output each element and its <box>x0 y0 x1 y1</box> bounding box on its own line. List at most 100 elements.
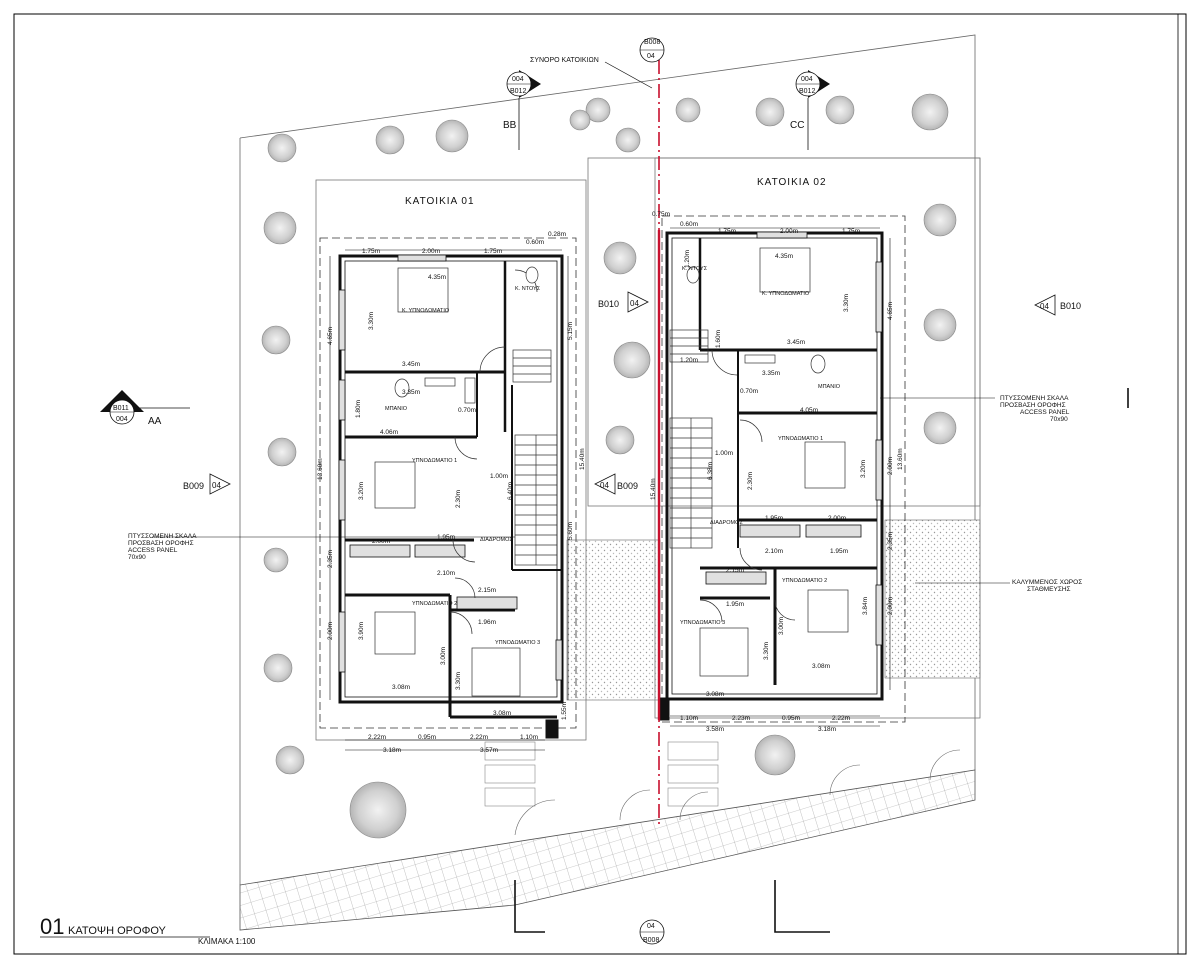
marker-top-num: 04 <box>647 53 655 60</box>
parking-note: ΚΑΛΥΜΜΕΝΟΣ ΧΩΡΟΣ ΣΤΑΘΜΕΥΣΗΣ <box>1012 579 1082 593</box>
landscape-trees <box>261 93 957 839</box>
dim-ri-8: 2.15m <box>726 567 744 574</box>
dimensions-house-02: 0.75m 0.60m 1.75m 2.00m 1.75m 1.10m 2.23… <box>650 211 904 733</box>
beds-house-02 <box>686 247 849 677</box>
dim-lb-3: 1.10m <box>520 734 538 741</box>
marker-aa-top: B011 <box>113 405 129 412</box>
dimension-lines <box>329 227 891 751</box>
door-swings-house-02 <box>699 349 796 623</box>
dim-rs-1: 13.60m <box>897 448 904 470</box>
dim-li-17: 3.30m <box>455 672 462 690</box>
stair-note-right-l2: ΠΡΟΣΒΑΣΗ ΟΡΟΦΗΣ <box>1000 402 1066 409</box>
section-cut-lines <box>138 98 1129 933</box>
dim-lb-5: 3.57m <box>480 747 498 754</box>
dim-ri-18: 0.70m <box>740 388 758 395</box>
house-01-label: ΚΑΤΟΙΚΙΑ 01 <box>405 196 475 207</box>
room-right-bed1: ΥΠΝΟΔΩΜΑΤΙΟ 1 <box>778 436 823 442</box>
dim-li-15: 3.90m <box>358 622 365 640</box>
marker-bb-bottom: B012 <box>510 88 526 95</box>
dim-ri-0: 4.35m <box>775 253 793 260</box>
dim-ri-12: 1.00m <box>715 450 733 457</box>
marker-cc-top: 004 <box>801 76 813 83</box>
dim-lb-2: 2.22m <box>470 734 488 741</box>
dim-lss-3: 5.60m <box>567 522 574 540</box>
dim-rb-5: 3.18m <box>818 726 836 733</box>
stair-house-02 <box>669 329 713 549</box>
room-right-bed2: ΥΠΝΟΔΩΜΑΤΙΟ 2 <box>782 578 827 584</box>
room-left-bed3: ΥΠΝΟΔΩΜΑΤΙΟ 3 <box>495 640 540 646</box>
dim-li-7: 2.15m <box>478 587 496 594</box>
dim-ri-17: 3.30m <box>763 642 770 660</box>
dim-lt-0: 1.75m <box>362 248 380 255</box>
dim-ri-2: 3.35m <box>762 370 780 377</box>
b009-mid-num: 04 <box>600 481 609 490</box>
section-marker-cc: 004 B012 CC <box>790 70 830 131</box>
marker-top-sheet: B008 <box>644 39 660 46</box>
marker-bottom-num: 04 <box>647 923 655 930</box>
dim-ri-3: 4.05m <box>800 407 818 414</box>
room-left-bed1: ΥΠΝΟΔΩΜΑΤΙΟ 1 <box>412 458 457 464</box>
stair-note-right-l1: ΠΤΥΣΣΟΜΕΝΗ ΣΚΑΛΑ <box>1000 395 1069 402</box>
room-left-bath: ΜΠΑΝΙΟ <box>385 406 408 412</box>
dim-lb-1: 0.95m <box>418 734 436 741</box>
house-02-label: ΚΑΤΟΙΚΙΑ 02 <box>757 177 827 188</box>
room-left-wc: Κ. ΝΤΟΥΣ <box>515 286 541 292</box>
sheet-border <box>13 13 1187 955</box>
dim-ri-11: 3.08m <box>706 691 724 698</box>
dim-li-2: 3.35m <box>402 389 420 396</box>
dim-ls-2: 2.35m <box>327 550 334 568</box>
dim-li-0: 4.35m <box>428 274 446 281</box>
dim-li-9: 3.08m <box>392 684 410 691</box>
dim-ri-4: 1.95m <box>765 515 783 522</box>
room-left-master: Κ. ΥΠΝΟΔΩΜΑΤΙΟ <box>402 308 450 314</box>
b009-left-sheet: B009 <box>183 481 204 491</box>
dim-rs-0: 4.65m <box>887 302 894 320</box>
stair-note-left-l1: ΠΤΥΣΣΟΜΕΝΗ ΣΚΑΛΑ <box>128 533 197 540</box>
dim-ri-7: 1.95m <box>830 548 848 555</box>
dim-li-14: 3.20m <box>358 482 365 500</box>
b010-left-sheet: B010 <box>598 299 619 309</box>
dim-li-4: 1.95m <box>437 534 455 541</box>
dim-lt-1: 2.00m <box>422 248 440 255</box>
marker-cc-bottom: B012 <box>799 88 815 95</box>
dim-rs-4: 2.00m <box>887 597 894 615</box>
room-right-wc: Κ. ΝΤΟΥΣ <box>682 266 708 272</box>
dim-li-1: 3.45m <box>402 361 420 368</box>
dimensions-house-01: 1.75m 2.00m 1.75m 0.60m 0.28m 2.22m 0.95… <box>317 231 586 754</box>
dim-ri-22: 3.84m <box>862 597 869 615</box>
b010-right-num: 04 <box>1040 302 1049 311</box>
dim-ri-6: 2.10m <box>765 548 783 555</box>
section-marker-bottom: 04 B008 <box>639 919 665 945</box>
marker-bb-top: 004 <box>512 76 524 83</box>
dim-ri-20: 1.20m <box>680 357 698 364</box>
section-marker-top: B008 04 <box>639 37 665 63</box>
section-marker-bb: 004 B012 BB <box>503 70 541 131</box>
dim-lb-0: 2.22m <box>368 734 386 741</box>
dim-rt-3: 2.00m <box>780 228 798 235</box>
dim-li-18: 0.70m <box>458 407 476 414</box>
elevation-marker-b010-right: 04 B010 <box>1034 294 1081 316</box>
dim-rs-2: 2.00m <box>887 457 894 475</box>
dim-lb-4: 3.18m <box>383 747 401 754</box>
room-right-corridor: ΔΙΑΔΡΟΜΟΣ <box>710 520 743 526</box>
b009-mid-sheet: B009 <box>617 481 638 491</box>
dim-ri-1: 3.45m <box>787 339 805 346</box>
dim-ls-3: 2.00m <box>327 622 334 640</box>
dim-li-19: 1.80m <box>355 400 362 418</box>
dim-rb-0: 1.10m <box>680 715 698 722</box>
dim-lt-2: 1.75m <box>484 248 502 255</box>
dim-rt-2: 1.75m <box>718 228 736 235</box>
dim-ls-4: 1.55m <box>561 702 568 720</box>
stair-note-left-l2: ΠΡΟΣΒΑΣΗ ΟΡΟΦΗΣ <box>128 540 194 547</box>
marker-aa-label: AA <box>148 416 162 427</box>
dim-lss-2: 6.40m <box>507 482 514 500</box>
parking-note-l2: ΣΤΑΘΜΕΥΣΗΣ <box>1027 586 1071 593</box>
room-left-bed2: ΥΠΝΟΔΩΜΑΤΙΟ 2 <box>412 601 457 607</box>
paving-strip <box>239 769 976 931</box>
room-right-bed3: ΥΠΝΟΔΩΜΑΤΙΟ 3 <box>680 620 725 626</box>
gate-swings <box>514 749 961 836</box>
elevation-marker-b009-mid: 04 B009 <box>594 473 638 495</box>
dim-rt-4: 1.75m <box>842 228 860 235</box>
